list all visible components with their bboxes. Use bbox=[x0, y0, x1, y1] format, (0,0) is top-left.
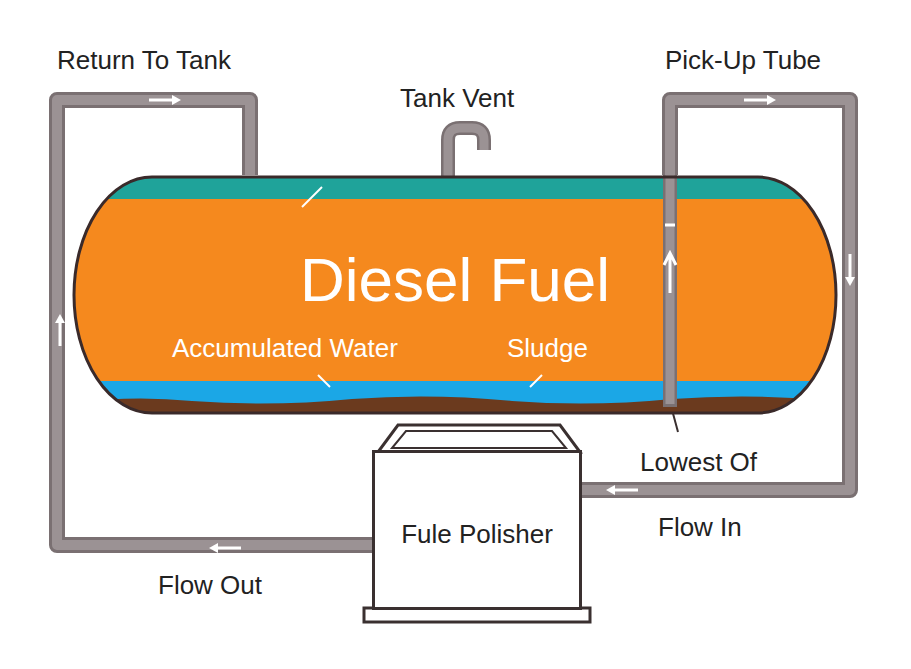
flow-arrow bbox=[664, 225, 676, 293]
top-layer bbox=[72, 175, 838, 199]
arrowhead bbox=[767, 95, 776, 105]
layer-label: Accumulated Water bbox=[172, 333, 398, 363]
flow-arrow bbox=[849, 254, 852, 280]
polisher-lid-inner bbox=[392, 431, 566, 448]
polisher-name: Fule Polisher bbox=[401, 519, 553, 549]
diesel-layer bbox=[72, 175, 838, 415]
flow-arrow bbox=[149, 99, 175, 102]
flow-arrow bbox=[612, 489, 638, 492]
flow-label: Flow Out bbox=[158, 570, 262, 600]
arrowhead bbox=[209, 543, 218, 553]
polisher-lid bbox=[378, 425, 580, 452]
leader-line bbox=[318, 375, 330, 387]
arrowhead bbox=[55, 314, 65, 323]
part-label: Pick-Up Tube bbox=[665, 45, 821, 75]
layer-label: Sludge bbox=[507, 333, 588, 363]
arrowhead bbox=[606, 485, 615, 495]
flow-arrow bbox=[744, 99, 770, 102]
part-label: Tank Vent bbox=[400, 83, 514, 113]
tank-title: Diesel Fuel bbox=[300, 245, 610, 315]
polisher-base bbox=[364, 608, 590, 622]
water-layer bbox=[72, 381, 838, 415]
part-label: Return To Tank bbox=[57, 45, 231, 75]
fuel-polisher-box: Fule Polisher bbox=[372, 450, 582, 610]
tank-vent-pipe-inner bbox=[448, 128, 484, 180]
part-label: Lowest Of bbox=[640, 447, 757, 477]
tank-border bbox=[74, 177, 836, 413]
tank-vent-pipe bbox=[448, 128, 484, 180]
leader-line bbox=[302, 187, 322, 207]
fuel-tank: Diesel Fuel bbox=[72, 175, 838, 415]
leader-line bbox=[530, 375, 542, 387]
flow-arrow bbox=[215, 547, 241, 550]
tank-contents bbox=[72, 175, 838, 415]
arrowhead bbox=[172, 95, 181, 105]
flow-arrow bbox=[59, 320, 62, 346]
flow-label: Flow In bbox=[658, 512, 742, 542]
arrowhead bbox=[845, 277, 855, 286]
pick-up-tube bbox=[663, 175, 677, 407]
